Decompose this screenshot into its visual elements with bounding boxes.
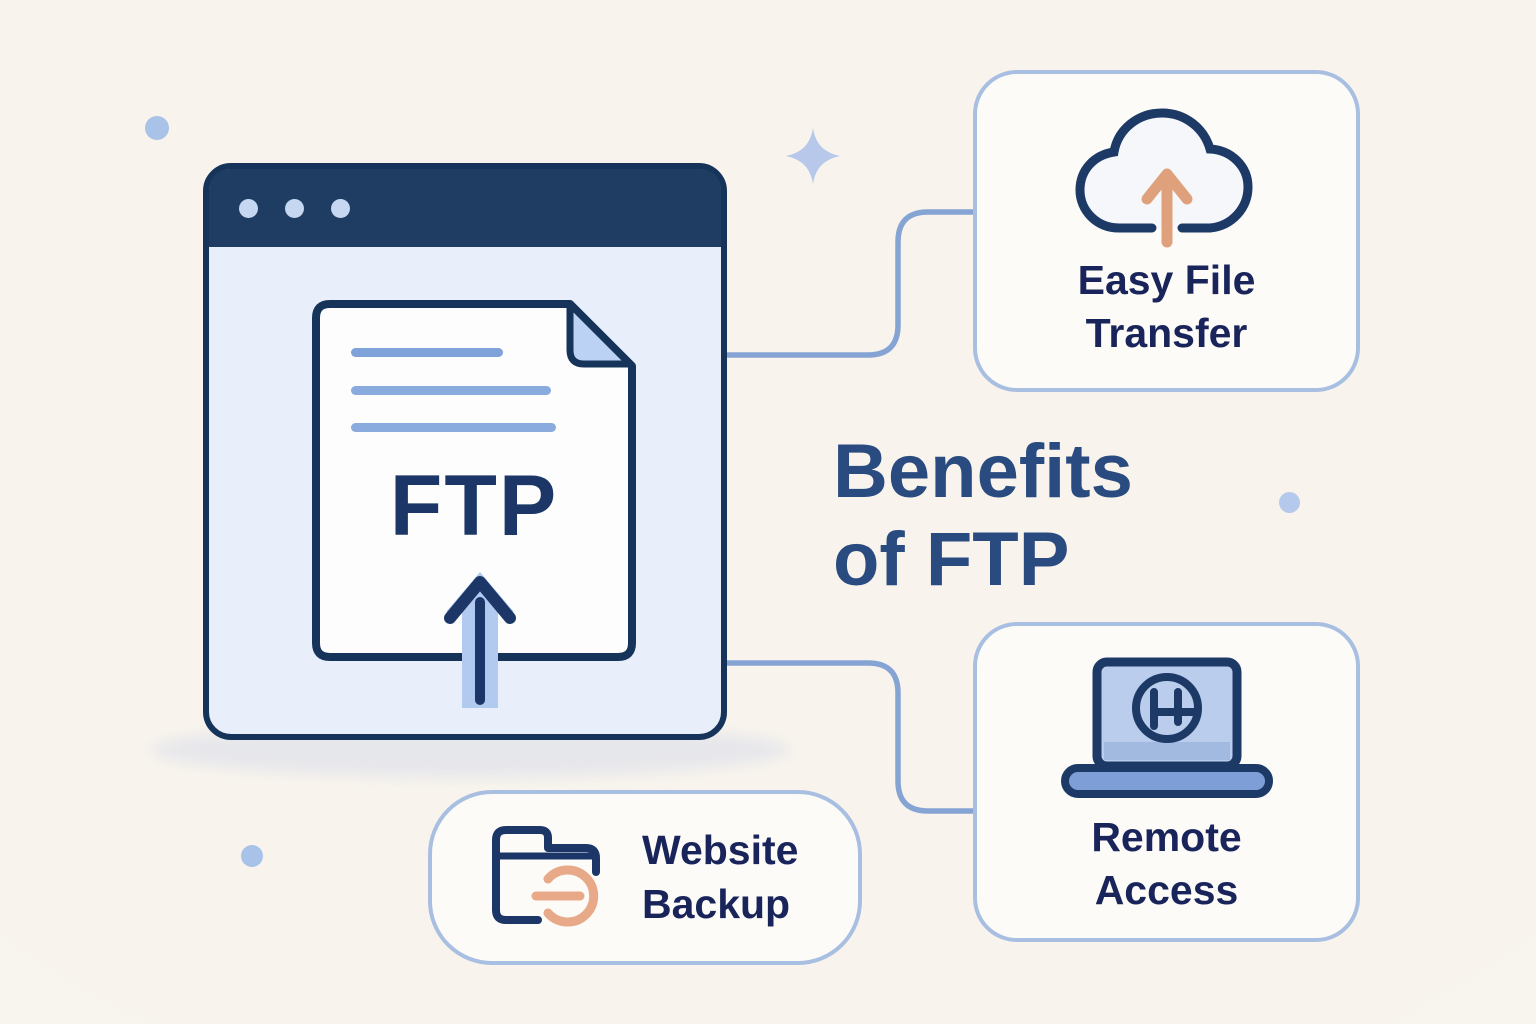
window-dot-icon [285,198,304,218]
browser-titlebar [209,169,721,247]
upload-arrow-icon [444,572,516,708]
ftp-document-label: FTP [389,458,559,554]
card-label-remote-access: Remote Access [1091,814,1242,914]
browser-window: FTP [203,163,727,740]
card-easy-file-transfer: Easy File Transfer [973,70,1360,392]
card-remote-access: Remote Access [973,622,1360,942]
decorative-dot [145,116,169,140]
cloud-upload-icon [1074,108,1253,248]
card-label-website-backup: Website Backup [642,827,799,927]
decorative-dot [1279,492,1300,513]
card-label-easy-file-transfer: Easy File Transfer [1077,257,1256,357]
folder-backup-icon [492,825,600,926]
window-dot-icon [239,198,258,218]
decorative-dot [241,845,263,867]
page-title: Benefits of FTP [833,428,1133,604]
card-website-backup: Website Backup [428,790,862,965]
page-title-line2: of FTP [833,517,1070,603]
sparkle-icon [786,128,840,184]
document-icon [312,300,636,661]
page-title-line1: Benefits [833,429,1133,514]
laptop-icon [1060,657,1273,798]
window-dot-icon [331,198,350,218]
